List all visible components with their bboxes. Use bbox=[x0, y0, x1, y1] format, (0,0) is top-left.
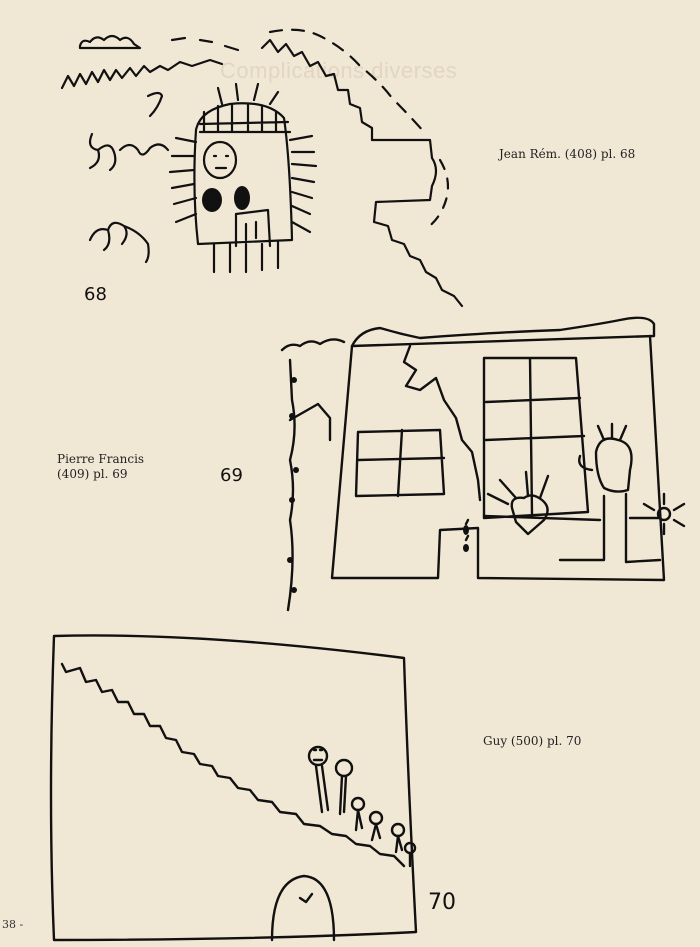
caption-plate-68: Jean Rém. (408) pl. 68 bbox=[499, 147, 636, 161]
plate-number-68: 68 bbox=[84, 284, 107, 305]
drawing-69 bbox=[280, 316, 686, 612]
caption-plate-69-ref: (409) pl. 69 bbox=[57, 467, 128, 481]
page-folio: 38 - bbox=[2, 918, 24, 931]
plate-number-69: 69 bbox=[220, 465, 243, 486]
drawing-70 bbox=[49, 634, 418, 942]
caption-plate-69: Pierre Francis (409) pl. 69 bbox=[57, 452, 144, 482]
caption-plate-69-name: Pierre Francis bbox=[57, 452, 145, 466]
plate-number-70: 70 bbox=[428, 890, 456, 915]
drawing-68 bbox=[60, 28, 464, 308]
bleed-through-title: Complications diverses bbox=[220, 58, 458, 83]
caption-plate-70: Guy (500) pl. 70 bbox=[483, 734, 582, 748]
